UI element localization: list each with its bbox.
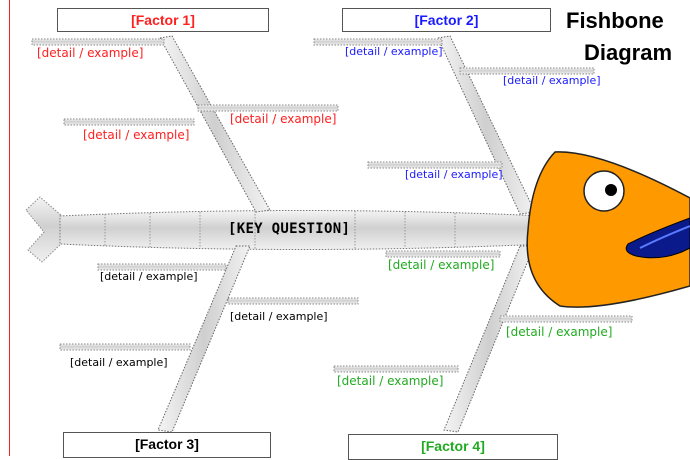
diagram-title-line-2: Diagram — [584, 40, 673, 65]
fish-head — [526, 151, 690, 308]
factor-1-bone — [159, 35, 271, 213]
factor-4-detail: [detail / example] — [388, 258, 495, 272]
factor-2-detail: [detail / example] — [503, 74, 601, 87]
factor-4-bone — [443, 245, 535, 433]
factor-1-detail: [detail / example] — [230, 112, 337, 126]
factor-4-detail: [detail / example] — [506, 325, 613, 339]
factor-3-box: [Factor 3] — [63, 432, 271, 458]
factor-4-box: [Factor 4] — [348, 434, 558, 460]
factor-4-detail: [detail / example] — [337, 374, 444, 388]
fish-tail — [25, 196, 63, 263]
diagram-title-line-1: Fishbone — [566, 8, 664, 33]
spine-segments — [104, 211, 456, 249]
factor-3-detail: [detail / example] — [230, 310, 328, 323]
factor-3-bone — [157, 245, 251, 433]
fish-lip-highlight — [639, 225, 690, 249]
factor-1-detail: [detail / example] — [37, 46, 144, 60]
detail-bones — [31, 38, 633, 373]
factor-3-detail: [detail / example] — [100, 270, 198, 283]
fish-pupil — [605, 184, 617, 196]
page-margin-line — [9, 0, 10, 456]
key-question: [KEY QUESTION] — [228, 221, 351, 237]
factor-3-detail: [detail / example] — [70, 356, 168, 369]
factor-2-bone — [437, 35, 536, 215]
factor-2-detail: [detail / example] — [405, 168, 503, 181]
factor-2-box: [Factor 2] — [342, 8, 551, 32]
fish-eye — [583, 170, 625, 212]
factor-2-detail: [detail / example] — [345, 45, 443, 58]
factor-1-detail: [detail / example] — [83, 128, 190, 142]
factor-1-box: [Factor 1] — [57, 8, 269, 32]
